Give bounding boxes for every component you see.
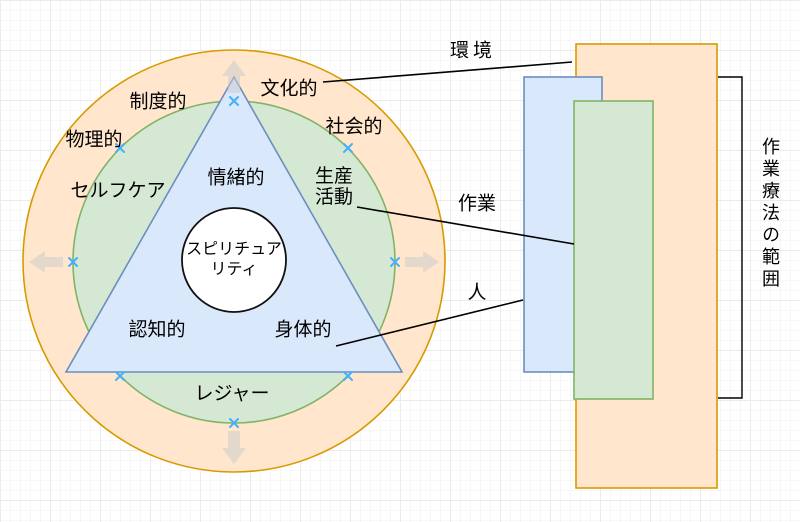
- callout-environment-label: 環境: [449, 39, 497, 62]
- label-person-emotional: 情緒的: [207, 166, 265, 189]
- arrow-right-icon[interactable]: [405, 251, 439, 273]
- arrow-left-icon[interactable]: [29, 251, 63, 273]
- connection-point-n-icon[interactable]: [229, 96, 239, 106]
- connection-point-w-icon[interactable]: [68, 257, 78, 267]
- connection-point-e-icon[interactable]: [390, 257, 400, 267]
- label-environment-physical: 物理的: [65, 128, 123, 151]
- label-spirituality: スピリチュア リティ: [186, 239, 282, 278]
- label-occupation-productivity: 生産 活動: [315, 165, 354, 208]
- connection-point-s-icon[interactable]: [229, 418, 239, 428]
- label-person-physical: 身体的: [274, 318, 332, 341]
- connection-point-sw-icon[interactable]: [115, 371, 125, 381]
- occupation-rect[interactable]: [573, 100, 654, 400]
- person-connector-line[interactable]: [335, 299, 524, 347]
- scope-bracket: [718, 76, 743, 399]
- label-person-cognitive: 認知的: [128, 318, 186, 341]
- spirituality-circle[interactable]: [181, 207, 287, 313]
- connection-points: [68, 96, 400, 428]
- environment-connector-line[interactable]: [322, 61, 573, 83]
- label-environment-cultural: 文化的: [260, 77, 318, 100]
- scope-label: 作業療法の範囲: [759, 137, 780, 291]
- label-environment-institutional: 制度的: [129, 90, 187, 113]
- direction-arrows: [29, 60, 439, 464]
- label-occupation-leisure: レジャー: [194, 382, 270, 405]
- label-occupation-selfcare: セルフケア: [70, 179, 166, 202]
- callout-person-label: 人: [467, 281, 487, 304]
- connection-point-ne-icon[interactable]: [343, 143, 353, 153]
- arrow-down-icon[interactable]: [222, 431, 246, 464]
- connection-point-se-icon[interactable]: [343, 371, 353, 381]
- arrow-up-icon[interactable]: [222, 60, 246, 93]
- occupation-connector-line[interactable]: [356, 206, 575, 245]
- callout-occupation-label: 作業: [457, 192, 497, 215]
- label-environment-social: 社会的: [325, 115, 383, 138]
- connection-point-nw-icon[interactable]: [115, 143, 125, 153]
